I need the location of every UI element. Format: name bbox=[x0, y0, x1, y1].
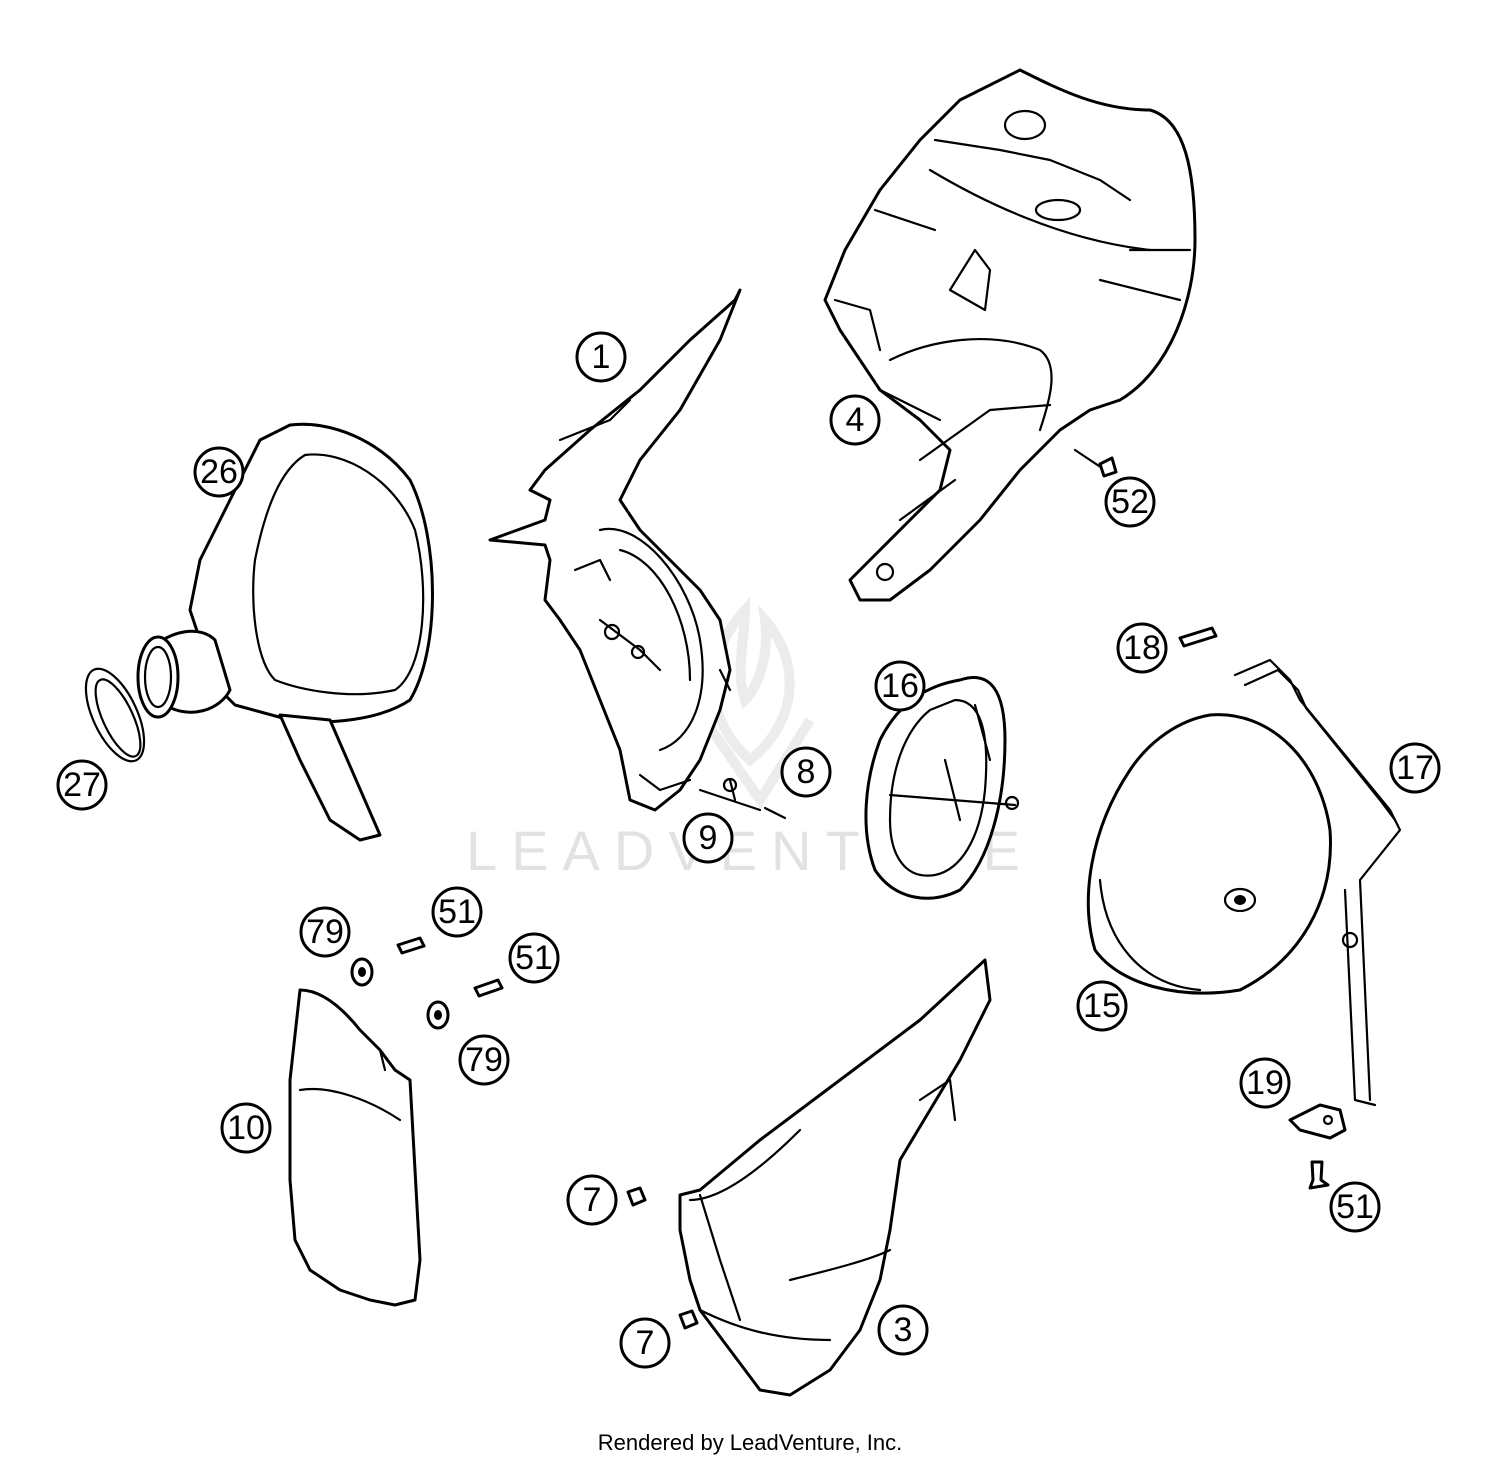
callout-4-label: 4 bbox=[846, 401, 865, 439]
callout-8: 8 bbox=[780, 746, 832, 798]
part-4-rear-fender bbox=[823, 68, 1197, 602]
callout-7-lower-label: 7 bbox=[636, 1324, 655, 1362]
callout-79-lower-label: 79 bbox=[465, 1041, 503, 1079]
callout-3: 3 bbox=[877, 1304, 929, 1356]
callout-9: 9 bbox=[682, 812, 734, 864]
part-10-side-panel bbox=[288, 988, 422, 1307]
callout-51-lower-label: 51 bbox=[1336, 1188, 1374, 1226]
part-3-side-cover bbox=[678, 958, 992, 1397]
part-79-51-hardware bbox=[350, 936, 504, 1030]
callout-9-label: 9 bbox=[699, 819, 718, 857]
callout-51-middle: 51 bbox=[508, 932, 560, 984]
callouts: 1 4 26 52 18 16 17 27 8 9 79 51 51 79 15… bbox=[56, 331, 1441, 1369]
part-18-pin bbox=[1178, 626, 1218, 648]
footer-credit: Rendered by LeadVenture, Inc. bbox=[597, 1430, 903, 1455]
part-27-clamp bbox=[84, 667, 146, 763]
part-16-filter-cage bbox=[864, 676, 1020, 900]
callout-26-label: 26 bbox=[200, 453, 238, 491]
callout-52-label: 52 bbox=[1111, 483, 1149, 521]
callout-15: 15 bbox=[1076, 980, 1128, 1032]
callout-18: 18 bbox=[1116, 622, 1168, 674]
callout-17-label: 17 bbox=[1396, 749, 1434, 787]
callout-10: 10 bbox=[220, 1102, 272, 1154]
part-26-filter-housing bbox=[136, 422, 434, 842]
part-19-bracket bbox=[1288, 1103, 1347, 1140]
callout-16: 16 bbox=[874, 660, 926, 712]
callout-27: 27 bbox=[56, 759, 108, 811]
part-51-screw-lower bbox=[1308, 1160, 1330, 1190]
callout-19-label: 19 bbox=[1246, 1064, 1284, 1102]
callout-1-label: 1 bbox=[592, 338, 611, 376]
part-1-airbox-shroud bbox=[488, 288, 742, 812]
callout-16-label: 16 bbox=[881, 667, 919, 705]
part-15-air-filter bbox=[1086, 713, 1332, 995]
callout-51-upper: 51 bbox=[431, 886, 483, 938]
callout-15-label: 15 bbox=[1083, 987, 1121, 1025]
callout-1: 1 bbox=[575, 331, 627, 383]
part-17-retaining-rod bbox=[1233, 658, 1402, 1107]
callout-27-label: 27 bbox=[63, 766, 101, 804]
leader-lines bbox=[728, 778, 737, 802]
callout-51-middle-label: 51 bbox=[515, 939, 553, 977]
callout-18-label: 18 bbox=[1123, 629, 1161, 667]
callout-8-label: 8 bbox=[797, 753, 816, 791]
callout-17: 17 bbox=[1389, 742, 1441, 794]
callout-51-lower: 51 bbox=[1329, 1181, 1381, 1233]
callout-52: 52 bbox=[1104, 476, 1156, 528]
callout-7-lower: 7 bbox=[619, 1317, 671, 1369]
callout-79-upper-label: 79 bbox=[306, 913, 344, 951]
part-8-9-hardware bbox=[698, 777, 787, 820]
part-7-screws bbox=[626, 1186, 699, 1330]
callout-19: 19 bbox=[1239, 1057, 1291, 1109]
callout-51-upper-label: 51 bbox=[438, 893, 476, 931]
callout-79-upper: 79 bbox=[299, 906, 351, 958]
callout-7-upper-label: 7 bbox=[583, 1181, 602, 1219]
callout-26: 26 bbox=[193, 446, 245, 498]
callout-3-label: 3 bbox=[894, 1311, 913, 1349]
callout-79-lower: 79 bbox=[458, 1034, 510, 1086]
part-52-screw bbox=[1073, 448, 1118, 478]
callout-7-upper: 7 bbox=[566, 1174, 618, 1226]
callout-4: 4 bbox=[829, 394, 881, 446]
callout-10-label: 10 bbox=[227, 1109, 265, 1147]
